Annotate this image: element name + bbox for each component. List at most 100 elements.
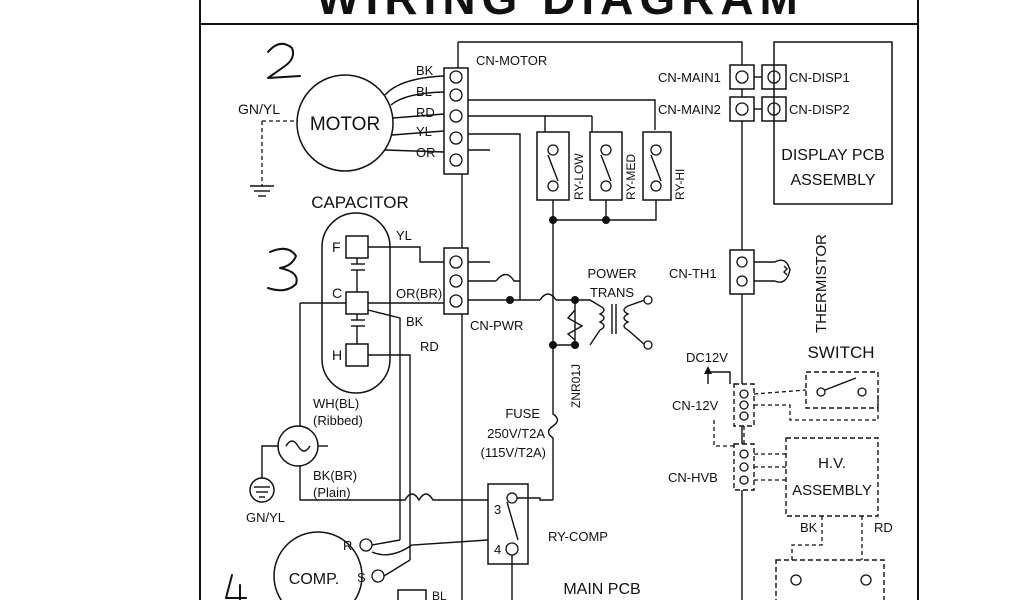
wire-or-label: OR — [416, 145, 436, 160]
capacitor-wires — [299, 246, 444, 560]
switch-label: SWITCH — [807, 343, 874, 362]
hv-rd-label: RD — [874, 520, 893, 535]
power-transformer — [575, 295, 653, 350]
trans-label: TRANS — [590, 285, 634, 300]
wire-rd-label: RD — [416, 105, 435, 120]
handwritten-2 — [267, 42, 301, 79]
cn-hvb-label: CN-HVB — [668, 470, 718, 485]
dc12v-arrow — [704, 366, 731, 384]
ground-symbol-top — [250, 185, 274, 197]
hv-bk-label: BK — [800, 520, 818, 535]
znr-label: ZNR01J — [569, 364, 583, 408]
cap-yl-label: YL — [396, 228, 412, 243]
diagram-title: WIRING DIAGRAM — [316, 0, 804, 24]
cap-bk-label: BK — [406, 314, 424, 329]
gnyl-top-label: GN/YL — [238, 101, 280, 117]
cn-main1-label: CN-MAIN1 — [658, 70, 721, 85]
wire-bk-label: BK — [416, 63, 434, 78]
fuse-symbol — [547, 355, 559, 500]
cn-hvb-pins — [739, 449, 749, 485]
cn-main2-label: CN-MAIN2 — [658, 102, 721, 117]
ribbed-label: (Ribbed) — [313, 413, 363, 428]
cn-12v-pins — [739, 389, 749, 421]
znr-varistor — [566, 309, 584, 341]
cn-pwr-label: CN-PWR — [470, 318, 523, 333]
cn-main-connectors — [729, 64, 787, 122]
plain-label: (Plain) — [313, 485, 351, 500]
hv-electrodes — [790, 574, 872, 586]
relay-common-bus — [549, 200, 657, 355]
motor-symbol — [296, 74, 394, 172]
ac-wave — [285, 440, 311, 452]
cap-rd-label: RD — [420, 339, 439, 354]
capacitor-label: CAPACITOR — [311, 193, 409, 212]
wire-yl-label: YL — [416, 124, 432, 139]
hv-assembly-box — [785, 437, 879, 517]
main-pcb-label: MAIN PCB — [563, 581, 640, 598]
wh-bl-label: WH(BL) — [313, 396, 359, 411]
ry-comp-pin3: 3 — [494, 502, 501, 517]
dc12v-label: DC12V — [686, 350, 728, 365]
motor-label: MOTOR — [310, 114, 380, 135]
cn-disp1-label: CN-DISP1 — [789, 70, 850, 85]
fuse-rating-2: (115V/T2A) — [480, 445, 546, 460]
display-pcb-box — [773, 41, 893, 205]
cn-th1-label: CN-TH1 — [669, 266, 717, 281]
hv-output-wires — [791, 516, 863, 560]
cap-orbr-label: OR(BR) — [396, 286, 442, 301]
fuse-label: FUSE — [505, 406, 540, 421]
partial-connector — [397, 589, 427, 605]
compressor-symbol — [273, 531, 363, 605]
fuse-rating-1: 250V/T2A — [487, 426, 545, 441]
hvb-wires — [754, 453, 786, 481]
handwritten-3 — [267, 247, 298, 292]
cn-motor-label: CN-MOTOR — [476, 53, 547, 68]
cn-pwr-pins — [449, 255, 463, 308]
ry-comp-label: RY-COMP — [548, 529, 608, 544]
wire-bl-label: BL — [416, 84, 432, 99]
power-label: POWER — [587, 266, 636, 281]
ry-low-label: RY-LOW — [572, 153, 586, 200]
comp-r-label: R — [343, 538, 352, 553]
cap-c-label: C — [332, 285, 342, 301]
cap-f-label: F — [332, 239, 341, 255]
relay-low — [536, 131, 570, 201]
comp-label: COMP. — [289, 571, 339, 588]
comp-s-label: S — [357, 570, 366, 585]
ry-comp-contacts — [505, 492, 553, 605]
ry-comp-pin4: 4 — [494, 542, 501, 557]
relay-med — [589, 131, 623, 201]
cn-motor-pins — [449, 70, 463, 167]
switch-wire-2 — [754, 395, 879, 421]
pwr-traces — [468, 261, 579, 349]
bk-br-label: BK(BR) — [313, 468, 357, 483]
motor-ground-wire — [261, 120, 298, 186]
partial-bl-label: BL — [432, 589, 447, 600]
thermistor-symbol — [754, 259, 791, 283]
hv-assembly-label: ASSEMBLY — [792, 482, 872, 499]
outer-frame — [199, 0, 919, 605]
cn-disp2-label: CN-DISP2 — [789, 102, 850, 117]
ry-hi-label: RY-HI — [673, 169, 687, 200]
cap-h-label: H — [332, 347, 342, 363]
motor-wire-bundle — [384, 75, 445, 153]
handwritten-4 — [225, 574, 247, 601]
cn-12v-label: CN-12V — [672, 398, 719, 413]
plain-wire-hops — [400, 493, 488, 502]
switch-box — [805, 371, 879, 409]
relay-traces — [468, 99, 656, 300]
hvb-link-wire — [713, 420, 745, 447]
ry-med-label: RY-MED — [624, 154, 638, 200]
ground-symbol-bottom — [249, 477, 275, 503]
ground-lead — [261, 445, 278, 478]
switch-contacts — [816, 377, 867, 397]
switch-wire-1 — [753, 389, 807, 395]
thermistor-label: THERMISTOR — [813, 234, 830, 333]
capacitor-terminals — [345, 235, 369, 367]
gnyl-bottom-label: GN/YL — [246, 510, 285, 525]
cn-th1-pins — [736, 256, 748, 287]
hv-label: H.V. — [818, 455, 846, 472]
display-pcb-label: DISPLAY PCB — [781, 147, 884, 164]
